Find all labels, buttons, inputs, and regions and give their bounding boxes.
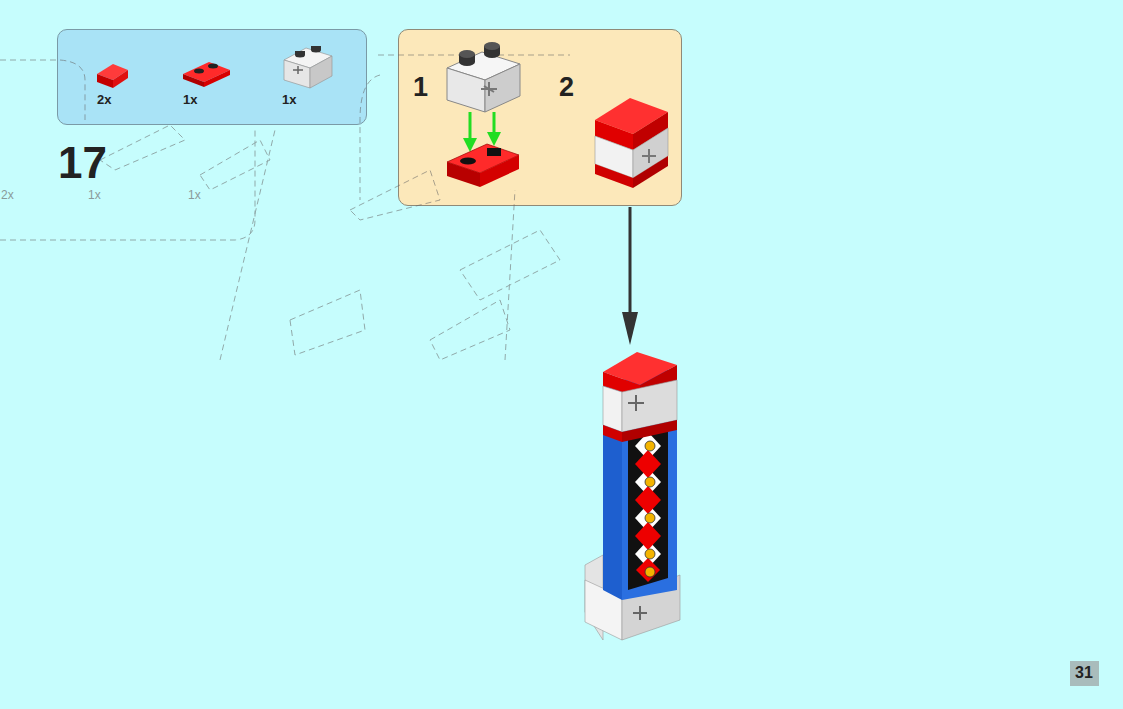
red-plate (447, 144, 519, 187)
placement-arrow (622, 207, 638, 345)
ghost-quantity: 2x (1, 189, 14, 201)
white-brick-part (284, 46, 332, 88)
quantity-label: 1x (183, 93, 197, 106)
red-slope-part (97, 64, 128, 88)
tower-model (585, 352, 680, 640)
ghost-quantity: 1x (188, 189, 201, 201)
assembled-top (595, 98, 668, 188)
quantity-label: 2x (97, 93, 111, 106)
ghost-lines (0, 55, 570, 360)
page-number: 31 (1075, 665, 1093, 681)
red-plate-part (183, 62, 230, 87)
quantity-label: 1x (282, 93, 296, 106)
ghost-quantity: 1x (88, 189, 101, 201)
white-brick (447, 42, 520, 112)
page-number-box (1070, 661, 1099, 686)
sub-step-number: 1 (413, 74, 428, 101)
sub-step-number: 2 (559, 74, 574, 101)
step-number: 17 (58, 141, 107, 185)
